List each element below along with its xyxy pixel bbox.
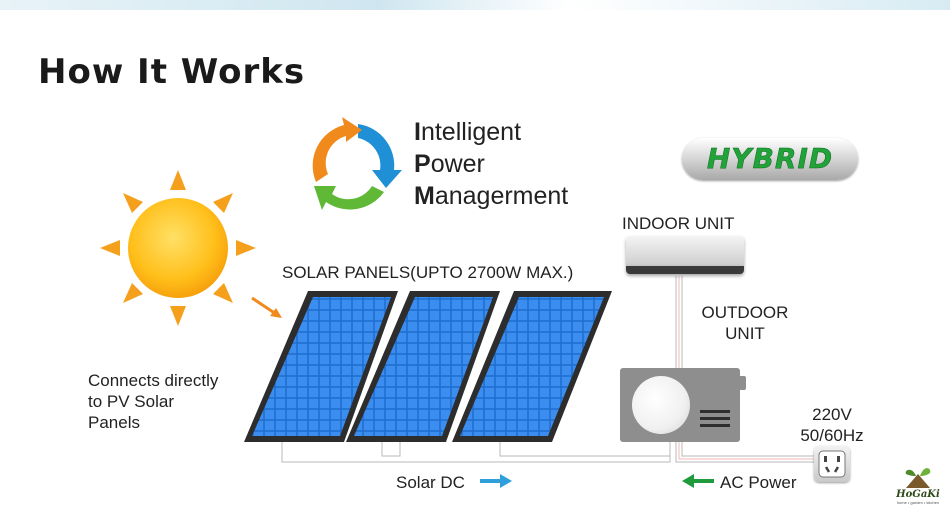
indoor-unit-label: INDOOR UNIT	[622, 214, 735, 233]
sunlight-arrow-icon	[251, 296, 282, 318]
hybrid-badge: HYBRID	[682, 138, 858, 180]
hogaki-logo-icon	[905, 468, 931, 488]
solar-panels-label: SOLAR PANELS(UPTO 2700W MAX.)	[282, 263, 574, 282]
fan-icon	[632, 376, 690, 434]
ipm-word: ower	[430, 150, 485, 178]
wall-socket-icon	[814, 446, 850, 482]
outdoor-unit-label-line: OUTDOOR	[701, 303, 789, 322]
top-banner-strip	[0, 0, 950, 10]
hybrid-badge-text: HYBRID	[706, 142, 834, 176]
ipm-initial: M	[414, 182, 435, 210]
outdoor-unit-label: OUTDOOR UNIT	[695, 302, 795, 344]
ipm-word: ntelligent	[420, 118, 522, 146]
logo-name: HoGaKi	[896, 489, 940, 500]
connects-label: Connects directly to PV Solar Panels	[88, 370, 218, 433]
ipm-initial: P	[414, 150, 431, 178]
wiring-lines	[281, 276, 819, 463]
voltage-label: 220V	[812, 405, 852, 424]
intelligent-power-management-text: Intelligent Power Managerment	[414, 116, 568, 212]
ipm-initial: I	[414, 118, 421, 146]
power-spec-label: 220V 50/60Hz	[796, 404, 868, 446]
right-arrow-icon	[480, 474, 512, 488]
ipm-word: anagerment	[434, 182, 569, 210]
ac-power-label: AC Power	[720, 473, 797, 492]
connects-label-line: Connects directly	[88, 371, 219, 390]
solar-panel	[244, 291, 398, 442]
page-title: How It Works	[38, 52, 306, 92]
connects-label-line: Panels	[88, 413, 140, 432]
outdoor-valve	[738, 376, 746, 390]
solar-panel-array	[244, 291, 612, 442]
connects-label-line: to PV Solar	[88, 392, 174, 411]
frequency-label: 50/60Hz	[800, 426, 864, 445]
power-cycle-icon	[312, 117, 402, 210]
sun-icon	[100, 170, 256, 326]
left-arrow-icon	[682, 474, 714, 488]
outdoor-unit-label-line: UNIT	[725, 324, 765, 343]
solar-panel	[346, 291, 500, 442]
indoor-unit	[626, 236, 744, 274]
solar-dc-label: Solar DC	[396, 473, 465, 492]
solar-panel	[452, 291, 612, 442]
logo-tagline: home • garden • kitchen	[896, 500, 940, 505]
outdoor-unit	[620, 368, 740, 442]
